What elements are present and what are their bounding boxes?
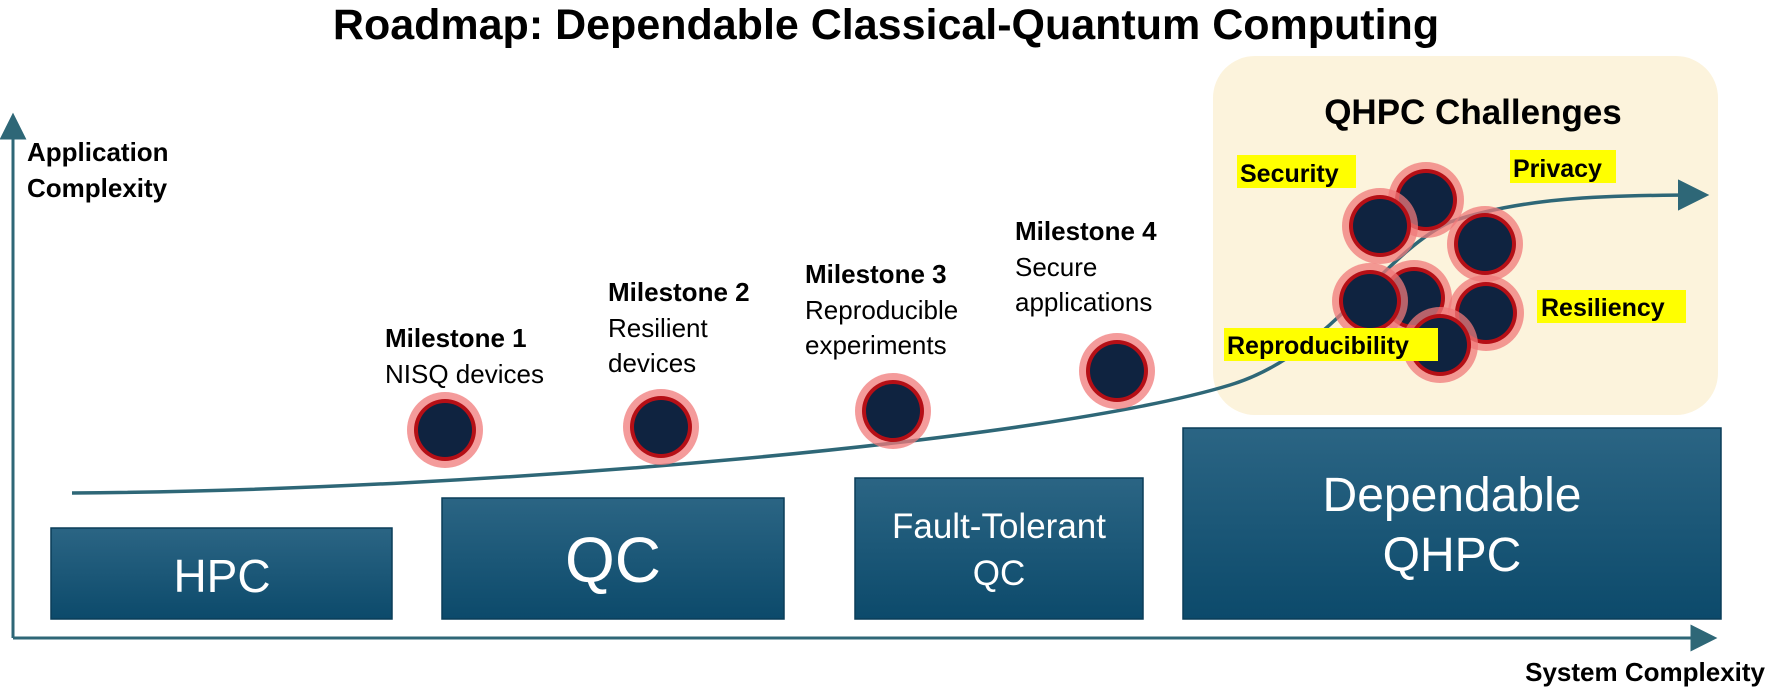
roadmap-curve	[71, 179, 1710, 495]
svg-text:Privacy: Privacy	[1513, 155, 1602, 183]
svg-text:Milestone 1: Milestone 1	[385, 323, 527, 353]
milestone-3: Milestone 3 Reproducible experiments	[805, 259, 958, 449]
diagram-title: Roadmap: Dependable Classical-Quantum Co…	[333, 1, 1439, 49]
stage-qc: QC	[441, 497, 785, 620]
qubit-dot	[407, 392, 483, 468]
qubit-dot	[855, 373, 931, 449]
svg-text:QC: QC	[565, 524, 661, 596]
stage-dependable-qhpc: Dependable QHPC	[1182, 427, 1722, 620]
svg-text:NISQ devices: NISQ devices	[385, 359, 544, 389]
qubit-dot	[1342, 188, 1418, 264]
milestone-1: Milestone 1 NISQ devices	[385, 323, 544, 468]
challenge-privacy: Privacy	[1510, 150, 1616, 183]
challenge-security: Security	[1237, 155, 1356, 188]
svg-text:devices: devices	[608, 348, 696, 378]
x-axis-label: System Complexity	[1525, 657, 1765, 687]
stage-hpc: HPC	[50, 527, 393, 620]
svg-text:Milestone 3: Milestone 3	[805, 259, 947, 289]
svg-text:QC: QC	[973, 554, 1026, 593]
svg-text:Resilient: Resilient	[608, 313, 708, 343]
svg-text:Reproducible: Reproducible	[805, 295, 958, 325]
y-axis-label: Application	[27, 137, 169, 167]
svg-text:QHPC: QHPC	[1383, 529, 1522, 582]
axes	[0, 112, 1718, 652]
svg-text:Fault-Tolerant: Fault-Tolerant	[892, 507, 1106, 546]
svg-text:Milestone 4: Milestone 4	[1015, 216, 1157, 246]
qubit-dot	[1079, 333, 1155, 409]
challenge-resiliency: Resiliency	[1537, 290, 1686, 323]
svg-text:HPC: HPC	[173, 550, 270, 602]
challenges-title: QHPC Challenges	[1324, 93, 1622, 132]
qubit-dot	[1447, 206, 1523, 282]
svg-text:Security: Security	[1240, 160, 1339, 188]
svg-text:Dependable: Dependable	[1323, 469, 1582, 522]
svg-text:Reproducibility: Reproducibility	[1227, 332, 1409, 360]
challenge-reproducibility: Reproducibility	[1224, 328, 1438, 361]
qubit-dot	[623, 389, 699, 465]
qubit-dot	[1332, 263, 1408, 339]
y-axis-label: Complexity	[27, 173, 168, 203]
svg-text:Resiliency: Resiliency	[1541, 294, 1665, 322]
svg-text:applications: applications	[1015, 287, 1152, 317]
svg-text:Secure: Secure	[1015, 252, 1097, 282]
milestone-2: Milestone 2 Resilient devices	[608, 277, 750, 465]
svg-text:experiments: experiments	[805, 330, 947, 360]
svg-text:Milestone 2: Milestone 2	[608, 277, 750, 307]
stage-fault-tolerant-qc: Fault-Tolerant QC	[854, 477, 1144, 620]
milestone-4: Milestone 4 Secure applications	[1015, 216, 1157, 409]
